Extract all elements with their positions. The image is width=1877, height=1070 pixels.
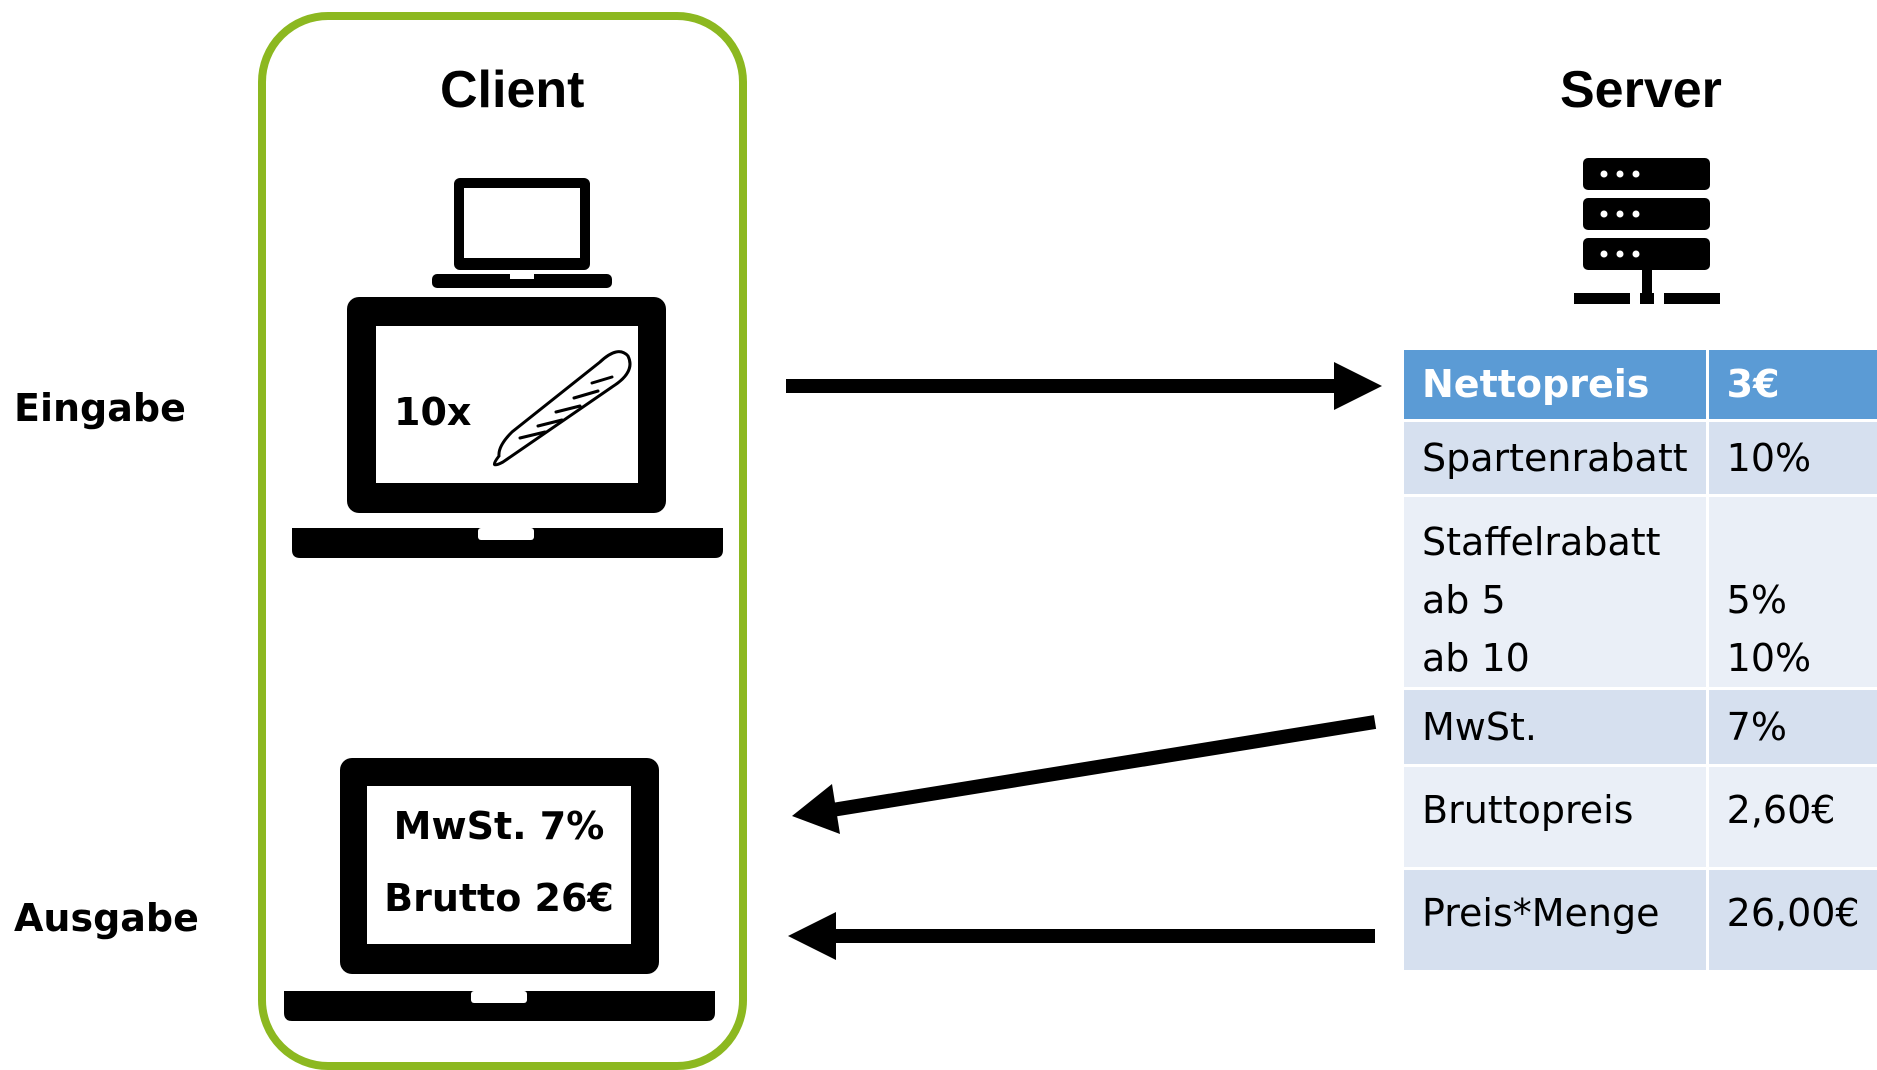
- request-arrow: [786, 362, 1382, 410]
- row-value: 5% 10%: [1708, 497, 1877, 687]
- header-label: Nettopreis: [1404, 350, 1706, 419]
- table-header-row: Nettopreis 3€: [1404, 350, 1877, 419]
- server-title: Server: [1560, 61, 1722, 119]
- input-quantity: 10x: [394, 390, 472, 434]
- row-value: 10%: [1708, 422, 1877, 494]
- row-label: Spartenrabatt: [1404, 422, 1706, 494]
- output-laptop-icon: [284, 758, 715, 1021]
- row-label: MwSt.: [1404, 690, 1706, 764]
- row-label-line: ab 10: [1422, 636, 1530, 680]
- client-title: Client: [440, 61, 585, 119]
- row-value-line: 10%: [1726, 636, 1812, 680]
- mwst-return-arrow: [792, 715, 1377, 834]
- table-row: Bruttopreis 2,60€: [1404, 767, 1877, 867]
- row-label: Bruttopreis: [1404, 767, 1706, 867]
- row-value: 26,00€: [1708, 870, 1877, 970]
- baguette-icon: [492, 350, 632, 467]
- row-label-line: ab 5: [1422, 578, 1506, 622]
- input-laptop-icon: [292, 297, 723, 558]
- output-brutto-text: Brutto 26€: [384, 876, 614, 920]
- client-frame: [258, 12, 747, 1070]
- table-row: Preis*Menge 26,00€: [1404, 870, 1877, 970]
- total-return-arrow: [788, 912, 1375, 960]
- row-value-line: 5%: [1726, 578, 1787, 622]
- output-mwst-text: MwSt. 7%: [393, 804, 605, 848]
- output-label: Ausgabe: [14, 896, 199, 940]
- small-laptop-icon: [432, 178, 612, 288]
- row-value: 2,60€: [1708, 767, 1877, 867]
- price-table: Nettopreis 3€ Spartenrabatt 10% Staffelr…: [1401, 347, 1877, 973]
- row-label: Preis*Menge: [1404, 870, 1706, 970]
- table-row: Spartenrabatt 10%: [1404, 422, 1877, 494]
- table-row: MwSt. 7%: [1404, 690, 1877, 764]
- row-value: 7%: [1708, 690, 1877, 764]
- server-rack-icon: [1574, 158, 1720, 304]
- header-value: 3€: [1708, 350, 1877, 419]
- input-label: Eingabe: [14, 386, 186, 430]
- row-label-line: Staffelrabatt: [1422, 520, 1661, 564]
- table-row: Staffelrabatt ab 5 ab 10 5% 10%: [1404, 497, 1877, 687]
- row-value-line: [1727, 513, 1860, 571]
- row-label: Staffelrabatt ab 5 ab 10: [1404, 497, 1706, 687]
